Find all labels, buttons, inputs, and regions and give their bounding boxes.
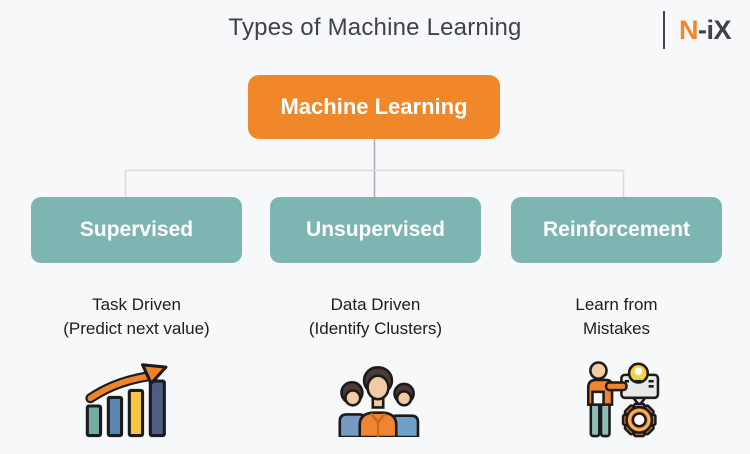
caption-line: Task Driven: [92, 295, 181, 314]
branch-node-label: Unsupervised: [306, 218, 445, 241]
brand-logo-text: N-iX: [678, 14, 732, 46]
caption-line: Learn from: [575, 295, 658, 314]
branch-node-label: Reinforcement: [542, 218, 691, 241]
branch-node-label: Supervised: [79, 218, 194, 241]
logo-prefix: N: [678, 14, 699, 45]
page-title: Types of Machine Learning: [228, 14, 522, 41]
people-group-icon: [338, 366, 420, 437]
root-node-label: Machine Learning: [280, 94, 468, 119]
branch-caption-unsupervised: Data Driven (Identify Clusters): [270, 293, 481, 341]
branch-caption-supervised: Task Driven (Predict next value): [31, 293, 242, 341]
caption-line: Data Driven: [330, 295, 421, 314]
branch-node-reinforcement: Reinforcement: [511, 197, 722, 263]
brand-logo: N-iX: [662, 9, 732, 51]
branch-caption-reinforcement: Learn from Mistakes: [511, 293, 722, 341]
caption-line: (Identify Clusters): [308, 319, 443, 338]
logo-suffix: -iX: [697, 14, 732, 45]
branch-node-unsupervised: Unsupervised: [270, 197, 481, 263]
logo-separator-bar: [662, 11, 665, 49]
caption-line: (Predict next value): [63, 319, 210, 338]
root-node-machine-learning: Machine Learning: [248, 75, 500, 139]
caption-line: Mistakes: [582, 319, 651, 338]
growth-bar-chart-icon: [85, 363, 168, 438]
person-gear-idea-icon: [586, 361, 660, 438]
branch-node-supervised: Supervised: [31, 197, 242, 263]
